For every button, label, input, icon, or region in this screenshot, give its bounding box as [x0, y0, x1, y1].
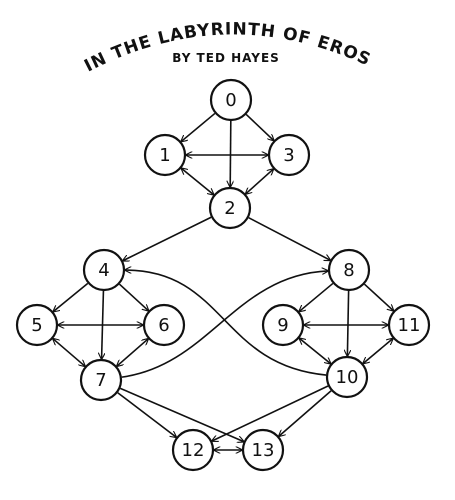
node-circle	[325, 355, 369, 399]
diagram-title: IN THE LABYRINTH OF EROS	[81, 19, 374, 76]
node-circle	[15, 303, 59, 347]
edge-2-8	[248, 216, 331, 261]
node-label: 2	[224, 198, 235, 219]
node-label: 10	[336, 367, 359, 388]
node-circle	[79, 358, 123, 402]
node-circle	[171, 428, 215, 472]
edge-2-4	[123, 216, 212, 260]
node-circle	[209, 78, 253, 122]
node-circle	[267, 133, 311, 177]
node-circle	[142, 303, 186, 347]
edges-layer	[53, 112, 394, 450]
node-10: 10	[325, 355, 369, 399]
node-circle	[82, 248, 126, 292]
node-label: 1	[159, 145, 170, 166]
edge-8-11	[363, 283, 393, 311]
node-circle	[387, 303, 431, 347]
node-label: 11	[398, 315, 421, 336]
node-label: 9	[277, 315, 288, 336]
edge-5-7	[53, 339, 85, 367]
edge-4-5	[53, 282, 89, 311]
node-label: 6	[158, 315, 169, 336]
edge-3-2	[246, 169, 274, 194]
node-label: 12	[182, 440, 205, 461]
node-label: 8	[343, 260, 354, 281]
node-circle	[261, 303, 305, 347]
node-label: 0	[225, 90, 236, 111]
edge-6-7	[117, 339, 148, 366]
node-1: 1	[143, 133, 187, 177]
edge-9-10	[299, 338, 330, 364]
edge-0-1	[181, 112, 216, 141]
node-2: 2	[208, 186, 252, 230]
node-4: 4	[82, 248, 126, 292]
node-label: 5	[31, 315, 42, 336]
edge-10-12	[212, 385, 329, 441]
edge-0-2	[230, 120, 231, 187]
node-11: 11	[387, 303, 431, 347]
node-0: 0	[209, 78, 253, 122]
node-5: 5	[15, 303, 59, 347]
node-8: 8	[327, 248, 371, 292]
diagram-subtitle: BY TED HAYES	[172, 51, 280, 65]
edge-7-12	[117, 392, 177, 438]
node-circle	[143, 133, 187, 177]
edge-7-13	[119, 387, 243, 441]
edge-1-2	[181, 168, 213, 194]
edge-0-3	[245, 113, 274, 140]
node-label: 7	[95, 370, 106, 391]
node-circle	[327, 248, 371, 292]
edge-8-9	[299, 282, 334, 311]
edge-4-6	[118, 283, 148, 311]
node-7: 7	[79, 358, 123, 402]
node-label: 4	[98, 260, 109, 281]
node-label: 13	[252, 440, 275, 461]
edge-8-10	[347, 290, 348, 356]
node-12: 12	[171, 428, 215, 472]
edge-10-4	[125, 270, 327, 376]
node-circle	[208, 186, 252, 230]
edge-11-10	[363, 338, 393, 363]
node-6: 6	[142, 303, 186, 347]
node-9: 9	[261, 303, 305, 347]
edge-7-8	[121, 271, 328, 378]
node-label: 3	[283, 145, 294, 166]
node-circle	[241, 428, 285, 472]
node-13: 13	[241, 428, 285, 472]
edge-10-13	[279, 390, 332, 436]
node-3: 3	[267, 133, 311, 177]
